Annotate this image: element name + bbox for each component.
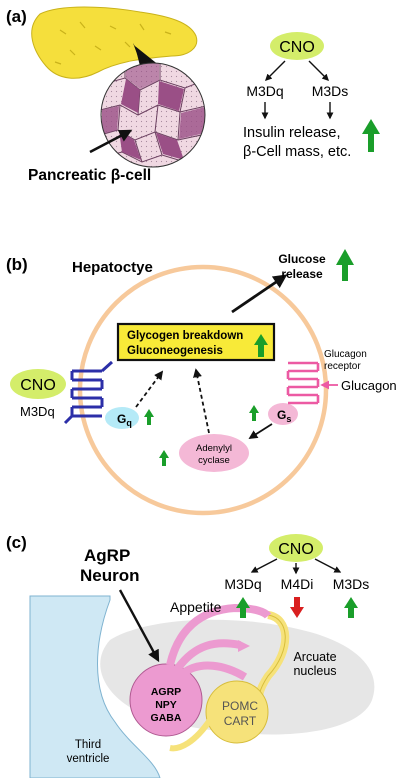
m4di-label-c: M4Di bbox=[281, 576, 314, 592]
pancreatic-beta-cell-label: Pancreatic β-cell bbox=[28, 167, 151, 184]
panel-b: (b) Hepatoctye Glucose release Glycogen … bbox=[6, 249, 397, 516]
cyclase-up-arrow-icon bbox=[159, 450, 169, 466]
release-label: release bbox=[281, 267, 323, 281]
glucagon-receptor bbox=[286, 361, 320, 405]
cno-to-m3ds-arrow-a bbox=[308, 60, 329, 81]
pancreas-texture bbox=[54, 21, 172, 65]
cno-to-m3ds-arrow-c bbox=[314, 558, 342, 573]
m3dq-label-a: M3Dq bbox=[246, 83, 283, 99]
m3ds-label-c: M3Ds bbox=[333, 576, 370, 592]
islet-of-cells bbox=[100, 62, 206, 168]
panel-a-label: (a) bbox=[6, 7, 27, 26]
gaba-cell-label: GABA bbox=[151, 712, 182, 724]
beta-cell-arrow bbox=[89, 129, 133, 154]
gq-protein bbox=[105, 407, 139, 429]
agrp-neuron-body bbox=[129, 663, 203, 737]
glucose-release-arrow bbox=[231, 274, 288, 314]
beta-cell-mass-label: β-Cell mass, etc. bbox=[243, 144, 351, 160]
agrp-axon-tip bbox=[238, 640, 250, 652]
panel-c: (c) AgRP Neuron Arcuate nucleus Third ve… bbox=[6, 533, 375, 779]
cno-to-m3dq-arrow-a bbox=[265, 60, 286, 81]
glucagon-receptor-label-1: Glucagon bbox=[324, 349, 367, 360]
cyclase-label: cyclase bbox=[198, 455, 230, 466]
npy-cell-label: NPY bbox=[155, 699, 177, 711]
gs-to-cyclase-arrow bbox=[248, 423, 273, 439]
pancreas-organ bbox=[31, 6, 198, 79]
gs-up-arrow-icon bbox=[249, 405, 259, 421]
cno-label-a: CNO bbox=[279, 39, 315, 56]
arcuate-label-1: Arcuate bbox=[293, 650, 336, 664]
gluconeogenesis-label: Gluconeogenesis bbox=[127, 345, 223, 357]
glucagon-receptor-label-2: receptor bbox=[324, 361, 361, 372]
agrp-cell-label: AGRP bbox=[151, 686, 181, 698]
gq-up-arrow-icon bbox=[144, 409, 154, 425]
agrp-label-arrow bbox=[118, 589, 160, 663]
m3ds-label-a: M3Ds bbox=[312, 83, 349, 99]
agrp-neuron-label-1: AgRP bbox=[84, 546, 130, 565]
panel-a: (a) bbox=[6, 6, 380, 184]
glycogen-box bbox=[116, 322, 276, 362]
agrp-axon-1 bbox=[166, 603, 272, 666]
third-ventricle bbox=[29, 595, 161, 779]
pomc-label: POMC bbox=[222, 699, 258, 713]
glycogen-breakdown-label: Glycogen breakdown bbox=[127, 330, 243, 342]
adenylyl-label: Adenylyl bbox=[196, 443, 232, 454]
arcuate-label-2: nucleus bbox=[293, 664, 336, 678]
cno-ellipse-b bbox=[10, 369, 66, 399]
cno-to-m3dq-arrow-c bbox=[250, 558, 278, 573]
box-up-arrow-icon bbox=[254, 334, 268, 357]
cno-label-b: CNO bbox=[20, 377, 56, 394]
up-arrow-icon bbox=[362, 119, 380, 152]
gs-protein bbox=[268, 403, 298, 425]
appetite-label: Appetite bbox=[170, 599, 222, 615]
cyclase-to-box-arrow bbox=[193, 368, 210, 434]
agrp-axon-3 bbox=[179, 661, 248, 681]
islet-wedge bbox=[135, 46, 160, 66]
agrp-neuron-label-2: Neuron bbox=[80, 566, 140, 585]
m3dq-label-b: M3Dq bbox=[20, 404, 55, 419]
appetite-down-arrow-m4di-icon bbox=[290, 597, 304, 618]
glucose-up-arrow-icon bbox=[336, 249, 354, 281]
hepatocyte-title: Hepatoctye bbox=[72, 259, 153, 276]
cno-label-c: CNO bbox=[278, 541, 314, 558]
third-ventricle-label-2: ventricle bbox=[67, 753, 110, 765]
panel-c-label: (c) bbox=[6, 533, 27, 552]
m3dq-receptor bbox=[63, 360, 114, 425]
cno-ellipse-a bbox=[270, 32, 324, 60]
appetite-up-arrow-m3ds-icon bbox=[344, 597, 358, 618]
glucagon-label: Glucagon bbox=[341, 378, 397, 393]
pomc-tail bbox=[169, 718, 213, 752]
panel-b-label: (b) bbox=[6, 255, 28, 274]
gq-to-box-arrow bbox=[135, 370, 164, 408]
third-ventricle-label-1: Third bbox=[75, 739, 101, 751]
adenylyl-cyclase bbox=[179, 434, 249, 472]
cno-ellipse-c bbox=[269, 534, 323, 562]
appetite-up-arrow-m3dq-icon bbox=[236, 597, 250, 618]
pomc-neuron bbox=[205, 680, 269, 744]
glucose-label: Glucose bbox=[278, 252, 326, 266]
insulin-release-label: Insulin release, bbox=[243, 125, 341, 141]
cart-label: CART bbox=[224, 714, 257, 728]
agrp-axon-2 bbox=[174, 639, 241, 671]
m3dq-label-c: M3Dq bbox=[224, 576, 261, 592]
